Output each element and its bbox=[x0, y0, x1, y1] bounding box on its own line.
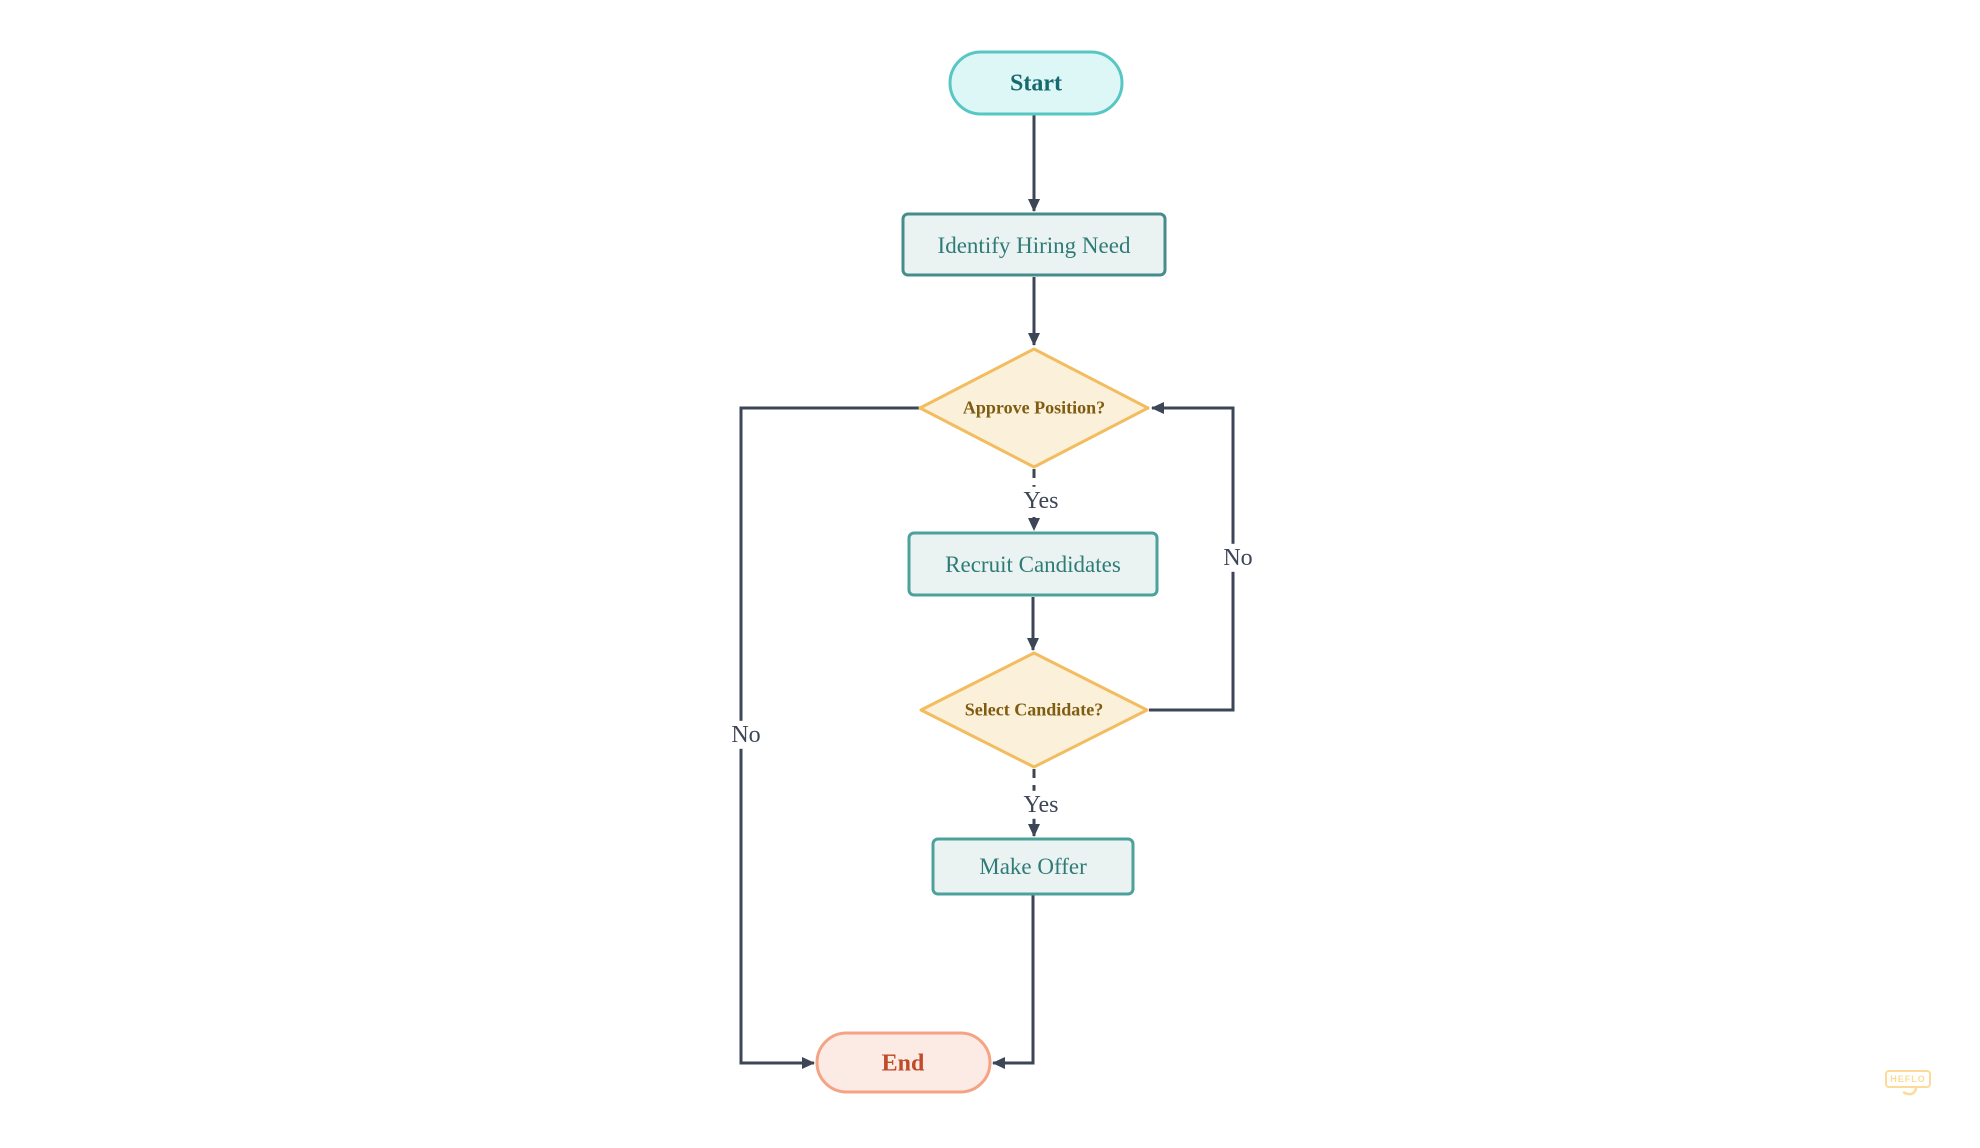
heflo-logo: HEFLO bbox=[1885, 1070, 1931, 1088]
recruit-candidates-node[interactable] bbox=[907, 531, 1159, 597]
approve-no-edge-label: No bbox=[726, 720, 766, 750]
start-node[interactable] bbox=[948, 50, 1124, 116]
identify-hiring-need-node[interactable] bbox=[901, 212, 1167, 277]
make-offer-node[interactable] bbox=[931, 837, 1135, 896]
heflo-logo-tail-icon bbox=[1902, 1086, 1918, 1096]
select-candidate-decision-node[interactable] bbox=[919, 651, 1149, 769]
edge-offer-to-end bbox=[992, 895, 1035, 1069]
heflo-watermark: HEFLO bbox=[1885, 1070, 1933, 1100]
approve-position-decision-node[interactable] bbox=[918, 347, 1150, 469]
end-node[interactable] bbox=[815, 1031, 992, 1094]
select-no-edge-label: No bbox=[1218, 543, 1258, 573]
select-yes-edge-label: Yes bbox=[1018, 790, 1064, 820]
edge-approve-no bbox=[739, 406, 920, 1069]
approve-yes-edge-label: Yes bbox=[1018, 486, 1064, 516]
